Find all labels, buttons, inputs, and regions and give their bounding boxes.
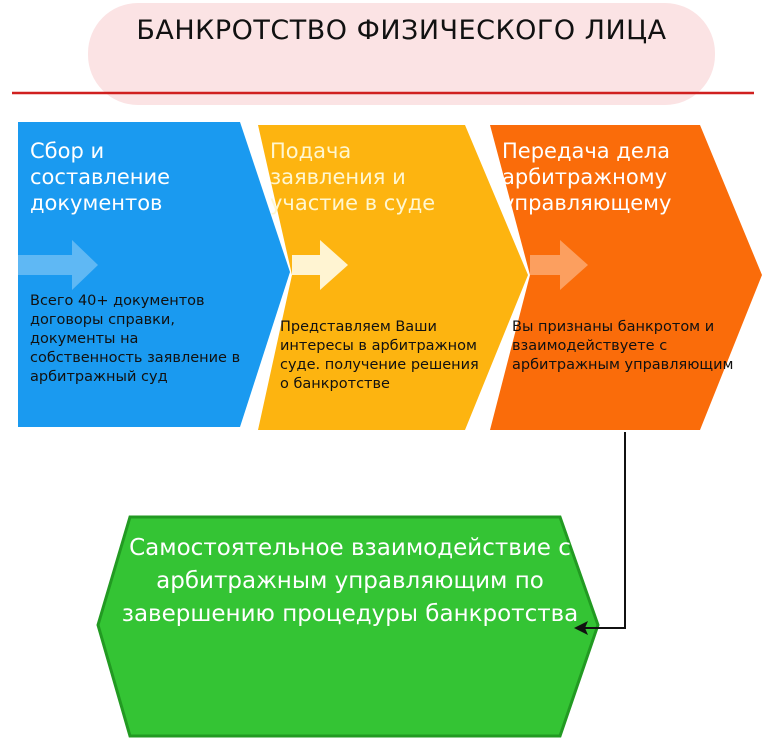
arrow-right-icon: [18, 240, 98, 290]
connector-arrow-icon: [584, 432, 626, 629]
page-title: БАНКРОТСТВО ФИЗИЧЕСКОГО ЛИЦА: [136, 15, 667, 46]
connector-arrowhead: [574, 621, 588, 635]
step-1-shape: [18, 122, 290, 427]
step-3-heading: Передача дела арбитражному управляющему: [502, 139, 672, 215]
arrow-right-icon: [292, 240, 348, 290]
step-3-body: Вы признаны банкротом и взаимодействуете…: [512, 319, 734, 373]
step-1-heading: Сбор и составление документов: [30, 139, 171, 215]
final-step-text: Самостоятельное взаимодействие с арбитра…: [121, 535, 579, 627]
final-shape: [96, 515, 600, 738]
step-3-shape: [490, 125, 762, 430]
arrow-right-icon: [530, 240, 588, 290]
step-2-heading: Подача заявления и участие в суде: [270, 139, 436, 215]
title-banner: [88, 3, 715, 105]
step-1-body: Всего 40+ документов договоры справки, д…: [30, 293, 241, 385]
step-2-body: Представляем Ваши интересы в арбитражном…: [280, 319, 479, 392]
step-2-shape: [258, 125, 528, 430]
